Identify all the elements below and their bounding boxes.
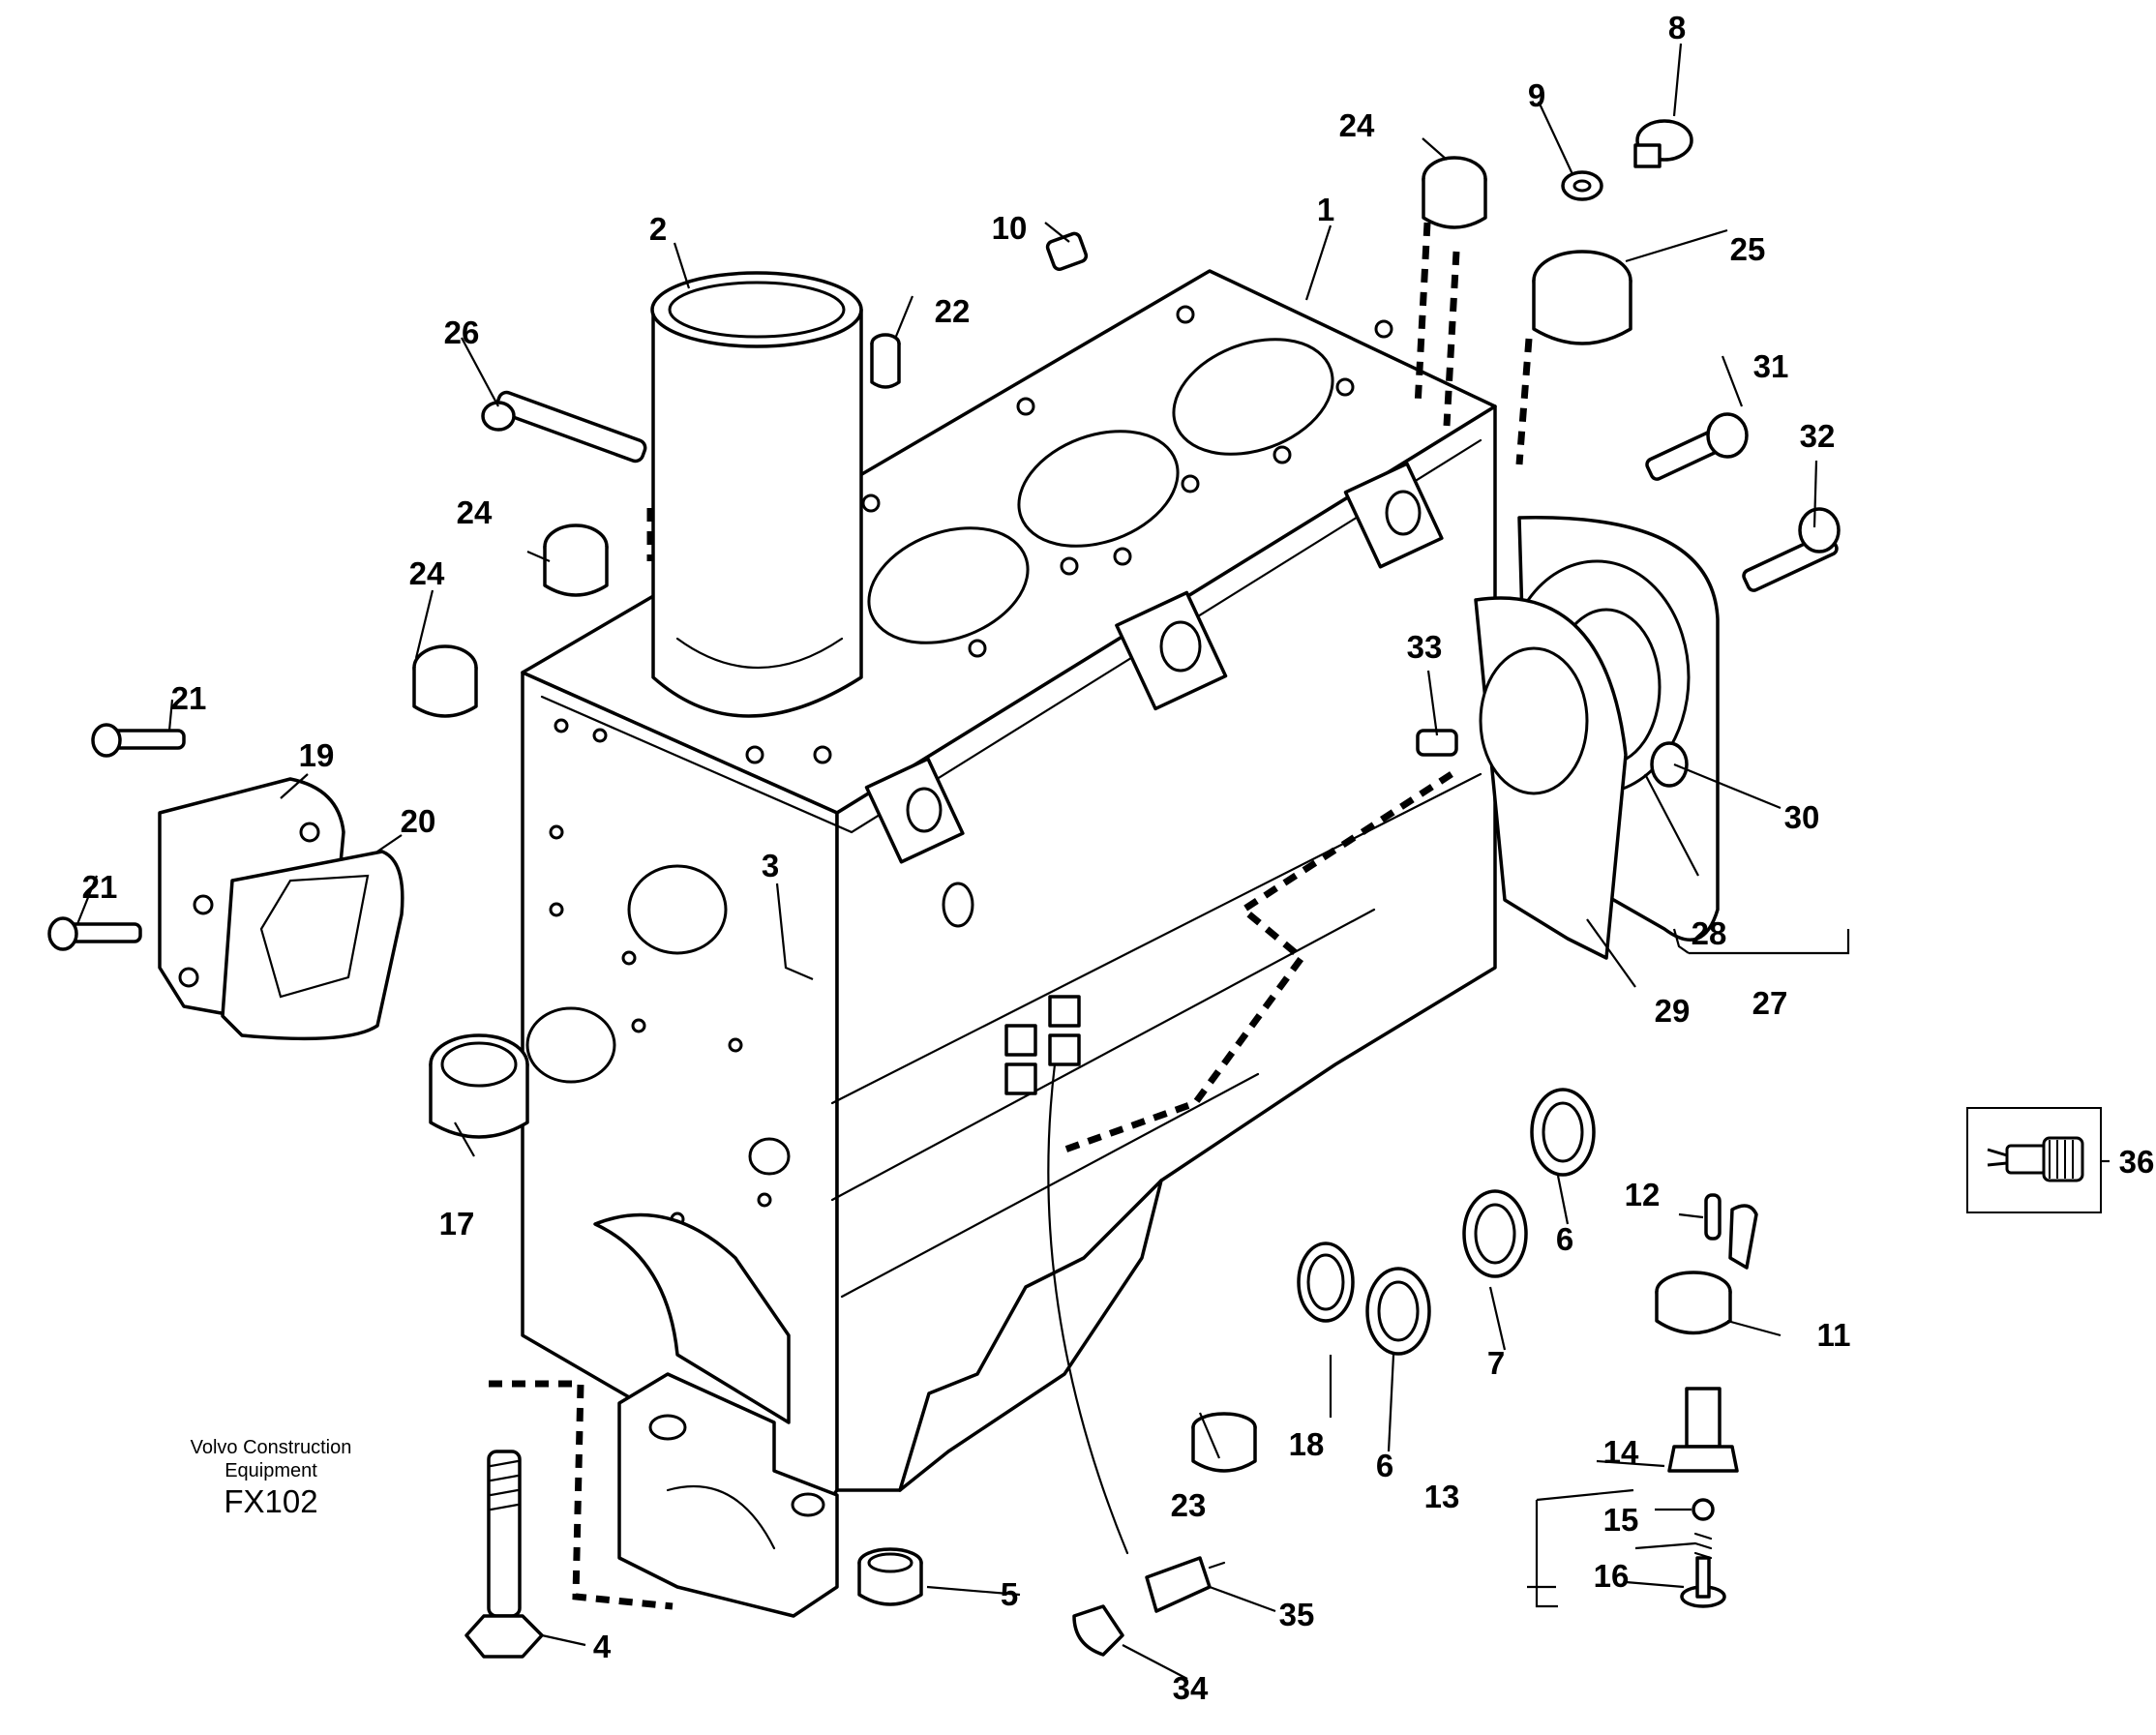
plug [1045, 231, 1089, 271]
callout-label: 24 [457, 494, 493, 530]
callout-label: 30 [1784, 799, 1820, 835]
main-bearing-cap [617, 1372, 839, 1618]
guide-pin [1650, 741, 1689, 788]
callout-label: 28 [1692, 915, 1727, 951]
callout-label: 18 [1289, 1426, 1325, 1462]
callout-label: 2 [649, 211, 667, 247]
core-plug [543, 523, 609, 597]
callout-label: 14 [1603, 1434, 1639, 1470]
rear-seal-housing [1474, 516, 1720, 960]
callout-label: 26 [444, 314, 480, 350]
callout-label: 5 [1001, 1576, 1018, 1612]
front-cover-plate [158, 777, 404, 1041]
assembly-lines [489, 222, 1533, 1610]
camshaft-bushing [1297, 1241, 1355, 1323]
callout-label: 17 [439, 1206, 475, 1241]
callout-labels: 1 2 3 4 5 6 6 7 8 9 10 11 12 13 14 15 16… [82, 10, 2155, 1706]
callout-label: 15 [1603, 1502, 1639, 1538]
camshaft-bushing [1365, 1267, 1431, 1356]
leader-lines [75, 43, 2110, 1680]
callout-label: 19 [299, 737, 335, 773]
main-bearing-bolt [464, 1450, 544, 1659]
plug-screw [1633, 119, 1693, 168]
stud [481, 390, 647, 464]
callout-label: 24 [409, 555, 445, 591]
callout-label: 13 [1424, 1479, 1460, 1514]
callout-label: 11 [1817, 1317, 1851, 1353]
figure-caption: Volvo Construction Equipment FX102 [145, 1436, 397, 1521]
core-plug [1422, 156, 1487, 229]
callout-label: 8 [1668, 10, 1686, 45]
callout-label: 23 [1171, 1487, 1207, 1523]
callout-label: 6 [1376, 1448, 1393, 1483]
callout-label: 1 [1317, 192, 1334, 227]
sealing-washer [1561, 170, 1603, 201]
sensor-fitting [1072, 1556, 1226, 1657]
callout-label: 6 [1556, 1221, 1573, 1257]
temperature-sensor-icon [1987, 1136, 2084, 1182]
cover-screw [91, 723, 186, 758]
camshaft-bushing [429, 1033, 529, 1139]
callout-label: 3 [762, 848, 779, 883]
callout-label: 20 [401, 803, 436, 839]
callout-label: 35 [1279, 1597, 1315, 1632]
cover-screw [47, 916, 142, 951]
screw [1742, 507, 1841, 592]
piston-cooling-nozzle [1655, 1193, 1758, 1608]
callout-label: 32 [1800, 418, 1836, 454]
callout-label: 34 [1173, 1670, 1209, 1706]
callout-label: 7 [1487, 1345, 1505, 1381]
figure-code: FX102 [224, 1483, 318, 1519]
callout-label: 25 [1730, 231, 1766, 267]
callout-label: 9 [1528, 77, 1545, 113]
callout-label: 24 [1339, 107, 1375, 143]
sensor-inset-box [1966, 1107, 2102, 1213]
callout-label: 33 [1407, 629, 1443, 665]
callout-label: 36 [2119, 1144, 2155, 1180]
dowel-sleeve [870, 333, 901, 389]
core-plug [412, 644, 478, 718]
callout-label: 29 [1655, 993, 1691, 1029]
callout-label: 27 [1752, 985, 1788, 1021]
callout-label: 22 [935, 293, 971, 329]
expansion-plug [1532, 250, 1632, 345]
screw [1645, 412, 1749, 481]
core-plug [1191, 1412, 1257, 1473]
callout-label: 10 [992, 210, 1028, 246]
callout-label: 4 [593, 1629, 612, 1664]
company-name-line2: Equipment [225, 1460, 317, 1481]
callout-label: 21 [82, 869, 118, 905]
camshaft-bushing [1462, 1189, 1528, 1278]
callout-label: 16 [1594, 1558, 1630, 1594]
callout-label: 21 [171, 680, 207, 716]
company-name-line1: Volvo Construction [190, 1437, 352, 1458]
callout-label: 31 [1753, 348, 1789, 384]
callout-label: 12 [1625, 1177, 1661, 1212]
cylinder-liner [650, 271, 863, 718]
camshaft-bushing [1530, 1088, 1596, 1177]
core-plug [857, 1547, 923, 1606]
